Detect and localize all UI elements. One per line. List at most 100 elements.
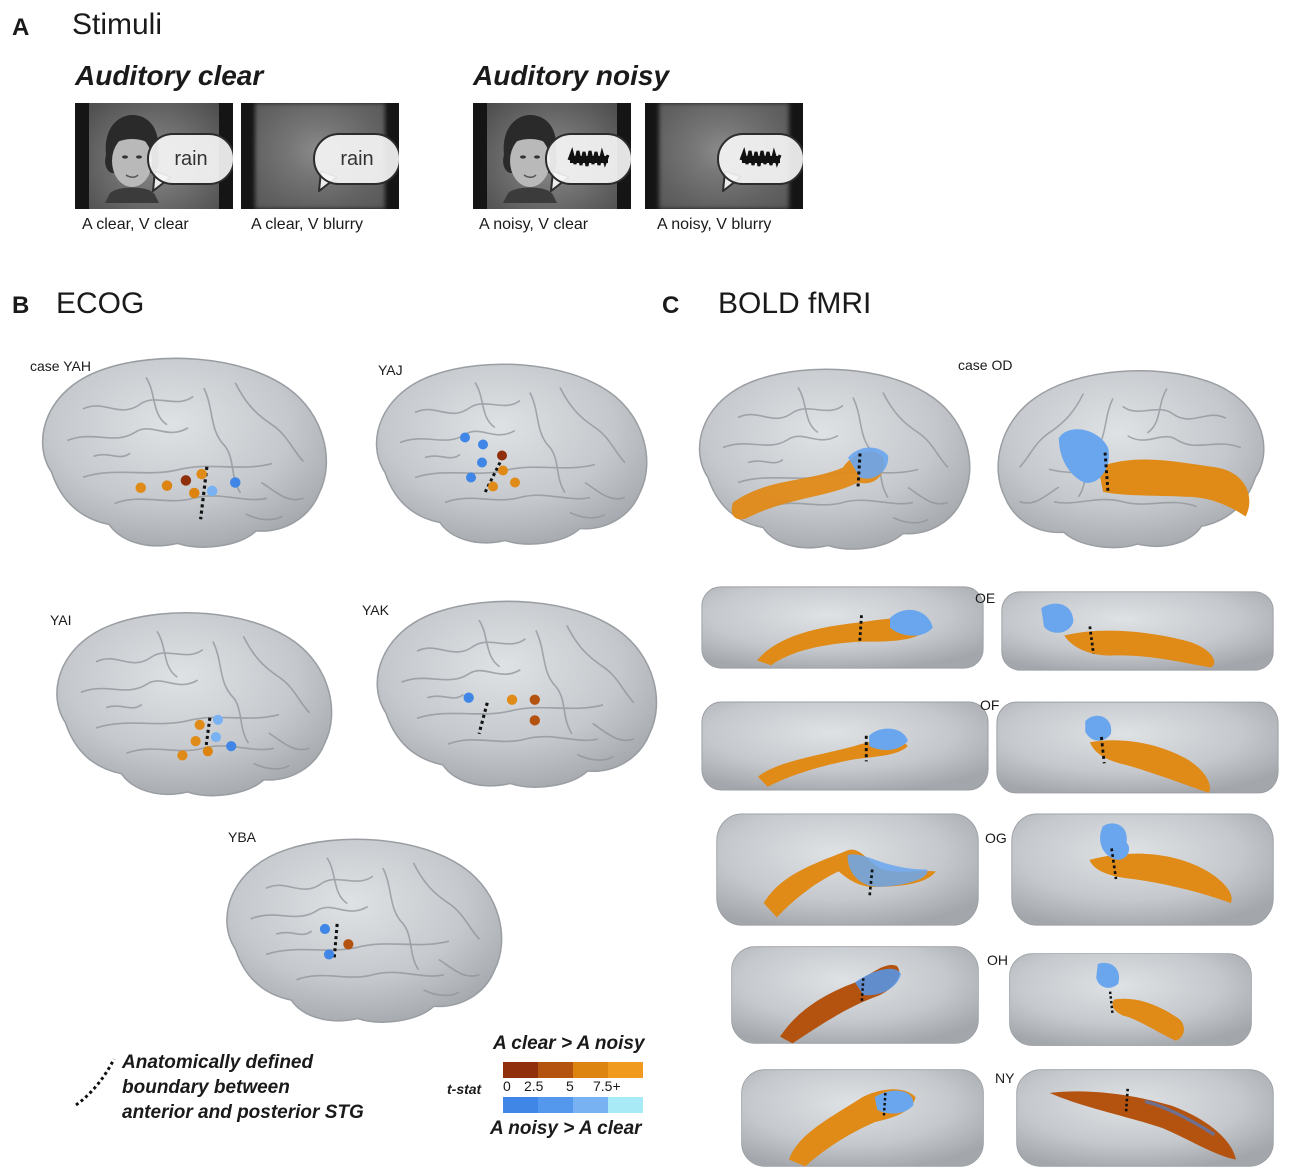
cool-activation — [869, 728, 908, 751]
cool-activation — [1085, 715, 1112, 741]
brain-fmri-oh-left — [731, 946, 979, 1044]
electrode — [529, 694, 540, 705]
boundary-marker — [1124, 1088, 1129, 1114]
boundary-marker — [1108, 991, 1114, 1014]
electrode — [460, 432, 470, 443]
electrode — [319, 923, 331, 935]
case-label-yba: YBA — [228, 829, 257, 845]
boundary-marker — [204, 717, 212, 749]
panel-b-title: ECOG — [56, 287, 145, 320]
noisy-scribble-icon — [739, 146, 782, 168]
brain-ecog-yah — [20, 340, 335, 562]
boundary-marker — [1099, 736, 1106, 764]
brain-fmri-og-left — [716, 813, 979, 926]
electrode — [180, 475, 192, 486]
warm-activation — [1090, 740, 1210, 793]
auditory-clear-heading: Auditory clear — [75, 60, 264, 91]
boundary-marker — [858, 615, 863, 644]
case-label-yah: case YAH — [30, 358, 91, 374]
electrode — [206, 485, 218, 497]
warm-activation — [1112, 998, 1184, 1041]
electrode — [135, 482, 146, 493]
brain-ecog-yaj — [355, 345, 655, 560]
boundary-marker — [868, 869, 874, 897]
electrode — [529, 715, 540, 726]
cool-activation — [890, 609, 933, 636]
stimulus-frame-noisy-clear — [473, 103, 631, 209]
case-label-of: OF — [980, 697, 1000, 713]
speech-bubble-noisy — [717, 133, 803, 185]
electrode — [210, 731, 222, 743]
cool-activation — [874, 1090, 914, 1114]
legend-top-label: A clear > A noisy — [493, 1033, 645, 1054]
warm-swatch-1 — [538, 1062, 573, 1078]
case-label-yai: YAI — [50, 612, 72, 628]
cool-activation — [1058, 429, 1109, 483]
electrode — [506, 694, 518, 705]
warm-activation — [1049, 1091, 1236, 1160]
cool-swatch-0 — [503, 1097, 538, 1113]
boundary-marker — [1103, 452, 1110, 493]
electrode — [510, 477, 520, 488]
legend-warm-scale — [503, 1062, 643, 1078]
electrode — [343, 939, 354, 950]
speech-bubble: rain — [313, 133, 399, 185]
boundary-marker — [477, 702, 489, 735]
electrode — [230, 477, 241, 488]
boundary-note: Anatomically defined boundary between an… — [122, 1050, 364, 1125]
electrode — [226, 741, 237, 752]
noisy-scribble-icon — [567, 146, 610, 168]
electrode — [498, 465, 508, 476]
stimulus-frame-clear-clear: rain — [75, 103, 233, 209]
legend-bottom-label: A noisy > A clear — [490, 1118, 642, 1139]
cool-swatch-2 — [573, 1097, 608, 1113]
warm-activation — [758, 739, 908, 787]
cool-activation — [847, 854, 928, 887]
bubble-word: rain — [174, 147, 208, 170]
cool-activation — [855, 968, 901, 996]
brain-fmri-of-right — [996, 701, 1279, 794]
case-label-yaj: YAJ — [378, 362, 403, 378]
legend-tick: 0 — [503, 1078, 511, 1094]
boundary-marker — [1088, 626, 1095, 654]
panel-b-letter: B — [12, 292, 30, 319]
brain-ecog-yak — [355, 585, 665, 800]
case-label-ny: NY — [995, 1070, 1015, 1086]
boundary-note-line: boundary between — [122, 1077, 290, 1098]
warm-activation — [1089, 853, 1232, 904]
electrode — [177, 750, 188, 761]
boundary-note-line: anterior and posterior STG — [122, 1102, 364, 1123]
speech-bubble-noisy — [545, 133, 631, 185]
dotted-boundary-icon — [75, 1058, 116, 1107]
electrode — [466, 472, 476, 483]
warm-activation — [1098, 459, 1250, 517]
warm-swatch-3 — [608, 1062, 643, 1078]
warm-activation — [757, 618, 928, 666]
auditory-noisy-heading: Auditory noisy — [473, 60, 670, 91]
case-label-od: case OD — [958, 357, 1013, 373]
brain-fmri-oe-right — [1001, 591, 1274, 671]
electrode — [202, 746, 213, 757]
legend-ticks: 0 2.5 5 7.5+ — [503, 1078, 643, 1096]
caption-a-noisy-v-clear: A noisy, V clear — [479, 216, 589, 233]
legend-tick: 5 — [566, 1078, 574, 1094]
legend-axis-label: t-stat — [447, 1081, 482, 1097]
electrode — [488, 481, 498, 492]
legend-tick: 2.5 — [524, 1078, 544, 1094]
cool-swatch-3 — [608, 1097, 643, 1113]
panel-a-title: Stimuli — [72, 8, 163, 41]
case-label-og: OG — [985, 830, 1007, 846]
brain-fmri-og-right — [1011, 813, 1274, 926]
caption-a-clear-v-blurry: A clear, V blurry — [251, 216, 364, 233]
cool-activation — [1041, 603, 1074, 633]
electrode — [161, 480, 173, 491]
brain-ecog-yba — [205, 820, 510, 1038]
stimulus-frame-noisy-blurry — [645, 103, 803, 209]
warm-activation — [731, 451, 885, 520]
caption-a-noisy-v-blurry: A noisy, V blurry — [657, 216, 772, 233]
brain-fmri-od-right — [990, 340, 1285, 575]
stimulus-frame-clear-blurry: rain — [241, 103, 399, 209]
electrode — [323, 949, 335, 960]
warm-swatch-2 — [573, 1062, 608, 1078]
case-label-yak: YAK — [362, 602, 389, 618]
